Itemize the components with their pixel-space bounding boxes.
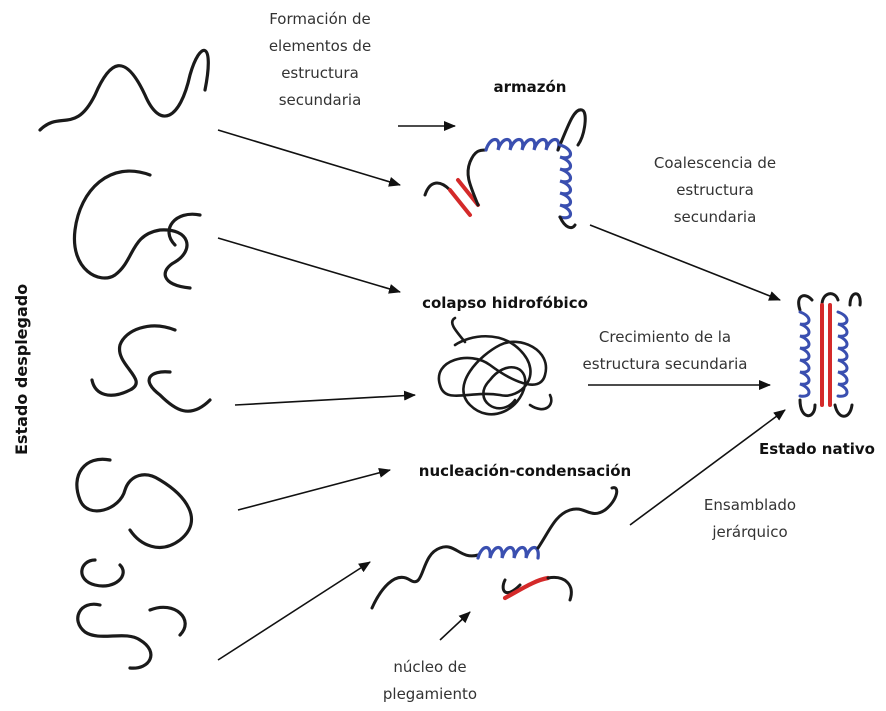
unfolded-chain-1 — [40, 50, 208, 130]
arrow-to-nucleus-chain — [218, 562, 370, 660]
armazon-label: armazón — [470, 74, 590, 101]
coalescencia-label: Coalescencia de estructura secundaria — [630, 150, 800, 231]
arrow-to-nucleacion — [238, 470, 390, 510]
formacion-label: Formación de elementos de estructura sec… — [240, 6, 400, 114]
arrow-nucleo — [440, 612, 470, 640]
nucleation-chain — [372, 488, 617, 608]
unfolded-chain-3 — [92, 326, 210, 411]
unfolded-state-label: Estado desplegado — [12, 284, 31, 455]
framework-structure — [425, 110, 585, 228]
arrow-to-armazon — [218, 130, 400, 185]
arrow-coalescencia — [590, 225, 780, 300]
unfolded-chain-4 — [77, 459, 192, 586]
crecimiento-label: Crecimiento de la estructura secundaria — [560, 324, 770, 378]
arrow-to-colapso — [218, 238, 400, 292]
ensamblado-label: Ensamblado jerárquico — [690, 492, 810, 546]
nucleo-label: núcleo de plegamiento — [360, 654, 500, 708]
colapso-label: colapso hidrofóbico — [400, 290, 610, 317]
unfolded-chain-5 — [78, 604, 185, 668]
unfolded-chain-2 — [74, 171, 200, 288]
nucleacion-label: nucleación-condensación — [400, 458, 650, 485]
arrow-to-glob — [235, 395, 415, 405]
estado-nativo-label: Estado nativo — [752, 436, 882, 463]
native-state-bundle — [799, 294, 861, 417]
collapsed-globule — [439, 318, 551, 414]
